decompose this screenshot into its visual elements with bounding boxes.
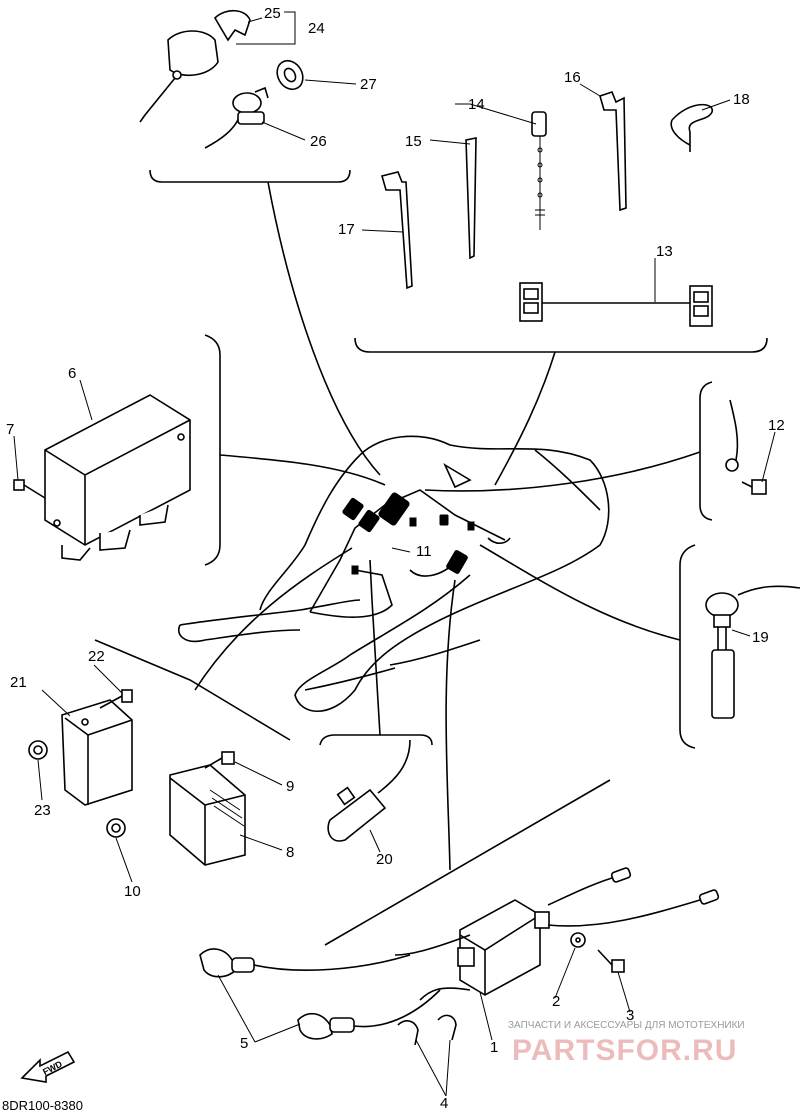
label-12: 12: [768, 417, 785, 434]
label-23: 23: [34, 802, 51, 819]
collar-part: [276, 59, 304, 91]
main-switch-part: [139, 9, 251, 123]
forward-direction-arrow-icon: FWD: [20, 1050, 76, 1083]
sensor-part: [204, 86, 269, 149]
label-9: 9: [286, 778, 294, 795]
drawing-code: 8DR100-8380: [2, 1098, 83, 1112]
label-21: 21: [10, 674, 27, 691]
harness-clamp-part: [531, 111, 547, 230]
label-15: 15: [405, 133, 422, 150]
label-14: 14: [468, 96, 485, 113]
label-7: 7: [6, 421, 14, 438]
cable-tie-parts: [381, 91, 627, 290]
label-1: 1: [490, 1039, 498, 1056]
label-3: 3: [626, 1007, 634, 1024]
frame-outline: [178, 435, 610, 713]
label-10: 10: [124, 883, 141, 900]
label-22: 22: [88, 648, 105, 665]
bolt-part-9: [204, 751, 235, 769]
label-13: 13: [656, 243, 673, 260]
label-4: 4: [440, 1095, 448, 1112]
label-17: 17: [338, 221, 355, 238]
label-20: 20: [376, 851, 393, 868]
watermark-brand: PARTSFOR.RU: [512, 1034, 737, 1067]
nut-part-23: [28, 740, 48, 760]
part-number-labels: 25 24 27 26 14 15 16 18 17 13 6 7 12 11 …: [6, 5, 785, 1112]
relay-part: [61, 699, 133, 806]
condenser-part: [327, 739, 411, 842]
label-18: 18: [733, 91, 750, 108]
label-19: 19: [752, 629, 769, 646]
label-8: 8: [286, 844, 294, 861]
rectifier-part: [169, 764, 246, 866]
label-27: 27: [360, 76, 377, 93]
label-2: 2: [552, 993, 560, 1010]
bolt-part: [13, 479, 46, 499]
label-25: 25: [264, 5, 281, 22]
bolt-part-3: [597, 949, 625, 973]
clip-part: [670, 103, 713, 152]
label-24: 24: [308, 20, 325, 37]
bolt-part-22: [99, 689, 133, 709]
label-5: 5: [240, 1035, 248, 1052]
nut-part-10: [106, 818, 126, 838]
leader-lines: [13, 11, 776, 1097]
ignition-coil-part: [394, 867, 720, 1001]
label-11: 11: [416, 543, 432, 560]
watermark-caption: ЗАПЧАСТИ И АКСЕССУАРЫ ДЛЯ МОТОТЕХНИКИ: [508, 1020, 745, 1031]
plug-cap-parts: [199, 948, 441, 1040]
label-6: 6: [68, 365, 76, 382]
ecu-part: [44, 394, 191, 561]
clamp-parts: [397, 1014, 457, 1046]
washer-part-2: [570, 932, 586, 948]
band-part: [519, 282, 713, 327]
label-16: 16: [564, 69, 581, 86]
bolt-part-12: [725, 399, 767, 495]
wire-harness: [309, 489, 511, 618]
label-26: 26: [310, 133, 327, 150]
sensor-part-19: [705, 585, 800, 719]
